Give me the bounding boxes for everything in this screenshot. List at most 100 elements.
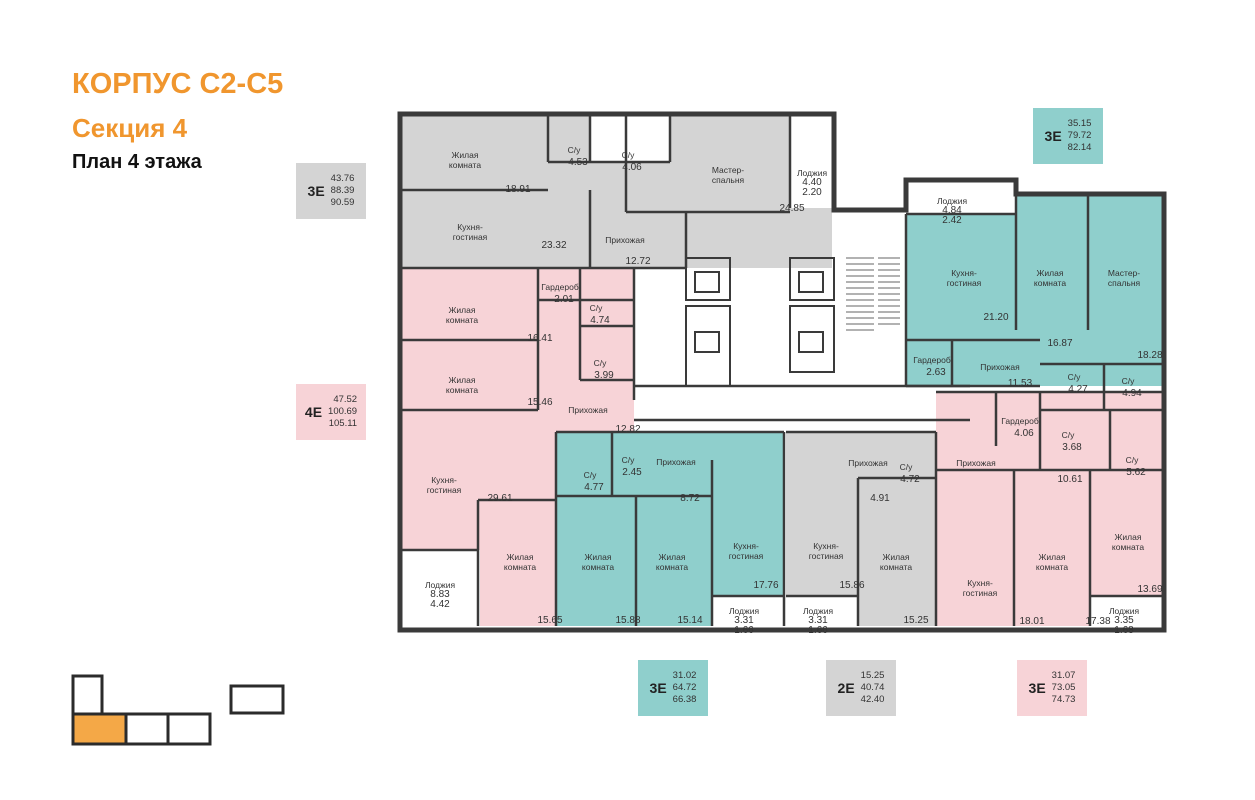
room-name: С/у [583, 470, 597, 480]
room-area-g2c: 4.72 [900, 474, 920, 485]
apt-area-living: 43.76 [330, 173, 355, 184]
room-area-t2b: 4.77 [584, 482, 604, 493]
room-name: Кухня- [457, 222, 483, 232]
room-name: Жилая [882, 552, 910, 562]
room-name: С/у [1121, 376, 1135, 386]
room-area-p1a: 16.41 [527, 333, 553, 344]
room-name-2: гостиная [728, 551, 764, 561]
room-area-g1b: 4.53 [568, 157, 588, 168]
room-label-g2b: Прихожая [828, 458, 908, 468]
room-area-t2c: 8.72 [680, 493, 700, 504]
apt-area-total: 100.69 [328, 406, 358, 417]
room-area-t2a: 2.45 [622, 467, 642, 478]
apt-area-living: 15.25 [860, 670, 885, 681]
apt-area-living: 31.07 [1051, 670, 1076, 681]
room-name: Мастер- [711, 165, 745, 175]
room-area-g1c: 4.06 [622, 162, 642, 173]
room-name: Лоджия [796, 168, 828, 178]
room-label-p1g: Кухня-гостиная [404, 475, 484, 495]
room-area-g2a: 15.86 [839, 580, 865, 591]
room-label-t2c: Прихожая [636, 457, 716, 467]
room-name: Лоджия [1108, 606, 1140, 616]
room-name: Жилая [448, 375, 476, 385]
room-area-2: 2.42 [942, 215, 962, 226]
room-name: Кухня- [813, 541, 839, 551]
room-name: С/у [1125, 455, 1139, 465]
room-name: Прихожая [605, 235, 645, 245]
apt-area-living: 35.15 [1067, 118, 1092, 129]
room-label-p2e: Кухня-гостиная [940, 578, 1020, 598]
apt-type: 3Е [1028, 680, 1046, 696]
room-area-g1g: 12.72 [625, 256, 651, 267]
room-name: Лоджия [424, 580, 456, 590]
room-area-t1d: 18.28 [1137, 350, 1163, 361]
room-label-t2a: С/у [588, 455, 668, 465]
room-name-2: спальня [1107, 278, 1141, 288]
room-name: Прихожая [956, 458, 996, 468]
room-label-t1f: Прихожая [960, 362, 1040, 372]
room-name-2: комната [879, 562, 913, 572]
room-area: 4.84 [942, 205, 962, 216]
apt-type: 2Е [837, 680, 855, 696]
room-name-2: комната [448, 160, 482, 170]
room-label-t1d: Мастер-спальня [1084, 268, 1164, 288]
room-area-2: 1.66 [734, 625, 754, 636]
room-name: Кухня- [951, 268, 977, 278]
room-name: Жилая [1038, 552, 1066, 562]
apartment-gray-west[interactable] [402, 116, 832, 268]
room-name: Прихожая [980, 362, 1020, 372]
room-name: Прихожая [568, 405, 608, 415]
room-name: Жилая [584, 552, 612, 562]
apt-area-total: 40.74 [860, 682, 885, 693]
room-area-t1f: 11.53 [1007, 378, 1033, 389]
apt-area-full: 82.14 [1067, 142, 1092, 153]
room-label-t1h: С/у [1088, 376, 1168, 386]
room-area-t1e: 2.63 [926, 367, 946, 378]
apt-area-full: 66.38 [672, 694, 697, 705]
floor-plan-title: План 4 этажа [72, 151, 202, 173]
room-area-p1f: 12.82 [615, 424, 641, 435]
room-name: С/у [1061, 430, 1075, 440]
room-name: Кухня- [431, 475, 457, 485]
apt-area-living: 47.52 [333, 394, 358, 405]
room-area: 3.31 [808, 615, 828, 626]
elevator-core [685, 257, 835, 387]
room-area-p2b: 3.68 [1062, 442, 1082, 453]
apt-area-full: 105.11 [328, 418, 358, 429]
room-name-2: спальня [711, 175, 745, 185]
room-name-2: комната [1033, 278, 1067, 288]
room-name-2: комната [581, 562, 615, 572]
room-area-t1b: 21.20 [983, 312, 1009, 323]
room-name-2: комната [445, 315, 479, 325]
room-name-2: гостиная [426, 485, 462, 495]
room-label-p1c: С/у [556, 303, 636, 313]
room-name: Жилая [1114, 532, 1142, 542]
room-area-2: 1.66 [808, 625, 828, 636]
room-area-2: 1.68 [1114, 625, 1134, 636]
room-label-p2c: Прихожая [936, 458, 1016, 468]
room-area-t2e: 15.14 [677, 615, 703, 626]
room-name-2: комната [1035, 562, 1069, 572]
room-area-p1g: 29.61 [487, 493, 513, 504]
room-name: С/у [621, 150, 635, 160]
room-label-t2b: С/у [550, 470, 630, 480]
room-area-p1h: 15.65 [537, 615, 563, 626]
room-name: Прихожая [656, 457, 696, 467]
